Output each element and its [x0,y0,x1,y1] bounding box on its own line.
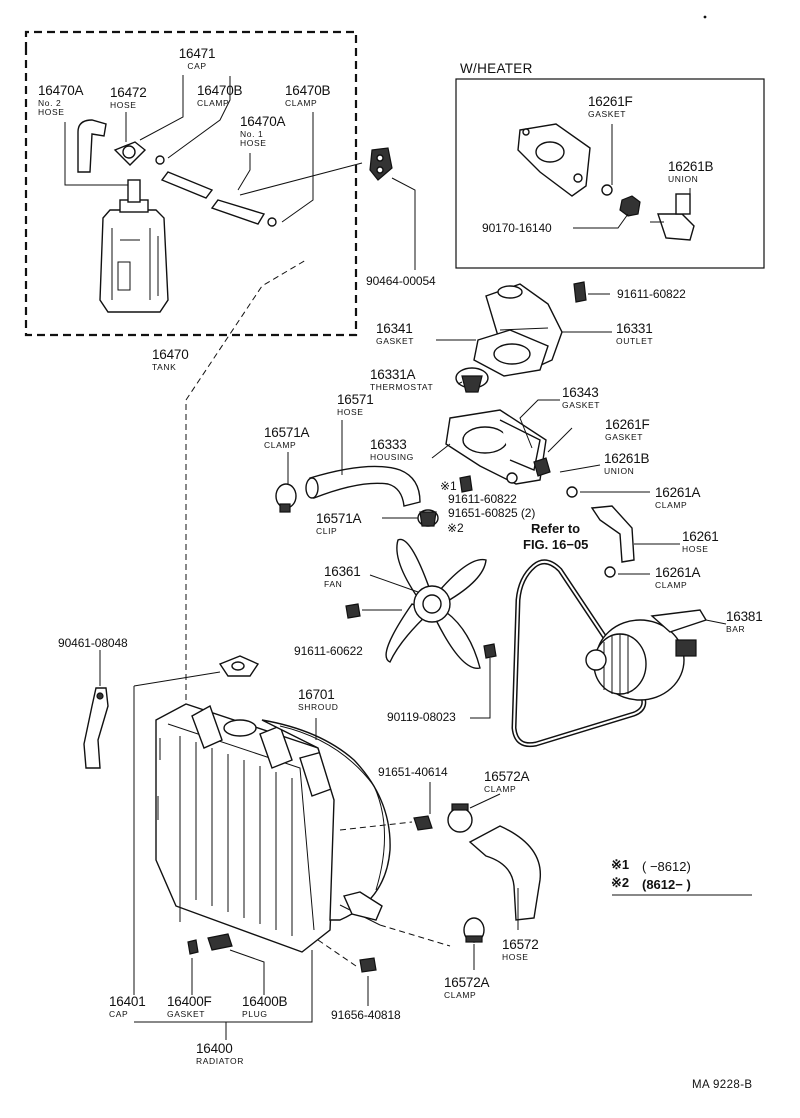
clamp-16572A-1 [447,803,473,833]
heater-nut-90170 [619,195,641,217]
reservoir-group-frame [24,30,358,337]
alternator [585,619,697,701]
cooling-fan-16361 [385,538,487,669]
part-label-91651-40614: 91651-40614 [378,765,448,779]
refer-line2: FIG. 16−05 [523,537,589,552]
clamp-16470B-1 [155,155,165,165]
hose-connector-90464 [369,147,393,181]
clamp-16571A-1 [275,483,297,513]
clamp-16261A-2 [604,566,616,578]
part-label-90464-00054: 90464-00054 [366,274,436,288]
dashed-route-tank [185,259,307,700]
part-label-90461-08048: 90461-08048 [58,636,128,650]
part-label-90170-16140: 90170-16140 [482,221,552,235]
note-1-text: ( −8612) [642,859,691,874]
heater-box-title: W/HEATER [460,61,533,76]
water-housing-16333 [445,409,547,485]
clip-mark: ※2 [447,521,464,535]
clamp-16261A-1 [566,486,578,498]
note-1-mark: ※1 [611,857,630,872]
part-label-91611-60622: 91611-60622 [294,644,363,658]
bolt-91656-40818 [359,957,377,973]
hose-16470A-no1-upper [160,171,214,199]
gasket-16400F [187,939,199,955]
heater-gasket-16261F [517,123,591,197]
heater-box-frame [455,78,765,269]
note-2-text: (8612− ) [642,877,691,892]
note-2-mark: ※2 [611,875,630,890]
bolt-91611-60822-a [573,281,587,303]
part-label-91611-60822-a: 91611-60822 [617,287,686,301]
bolt-91611-60622 [345,603,361,619]
clamp-16470B-2 [267,217,277,227]
bolt-91611-60822-b [459,475,473,493]
hose-16472 [77,119,107,173]
reservoir-cap [113,141,147,166]
refer-line1: Refer to [531,521,581,536]
hose-16261 [590,505,635,563]
part-label-91611-60822-b-mark: ※1 [440,479,457,493]
bolt-91651-40614 [413,815,433,831]
drain-plug-16400B [207,933,233,951]
heater-gasket-ring [601,184,613,196]
hose-16470A-no1-lower [210,199,266,225]
radiator-16400 [155,703,337,953]
clip-16571A-2 [417,509,439,527]
bracket-90461 [83,687,109,769]
radiator-cap-16401 [218,655,260,677]
part-label-91611-60822-b: 91611-60822 [448,492,517,506]
part-label-91651-60825: 91651-60825 (2) [448,506,536,520]
clamp-16572A-2 [463,917,485,943]
part-label-91656-40818: 91656-40818 [331,1008,401,1022]
drawing-code: MA 9228-B [692,1079,753,1091]
heater-union-16261B [650,193,695,241]
reservoir-tank [99,179,169,313]
hose-16572 [468,825,541,921]
hose-16571 [305,465,421,507]
bolt-90119-08023 [483,643,497,659]
union-16261B-small [533,457,551,477]
thermostat-16331A [455,367,489,393]
lower-outlet [343,891,383,921]
gasket-16341 [473,329,549,377]
stray-mark [703,15,707,19]
part-label-90119-08023: 90119-08023 [387,710,456,724]
